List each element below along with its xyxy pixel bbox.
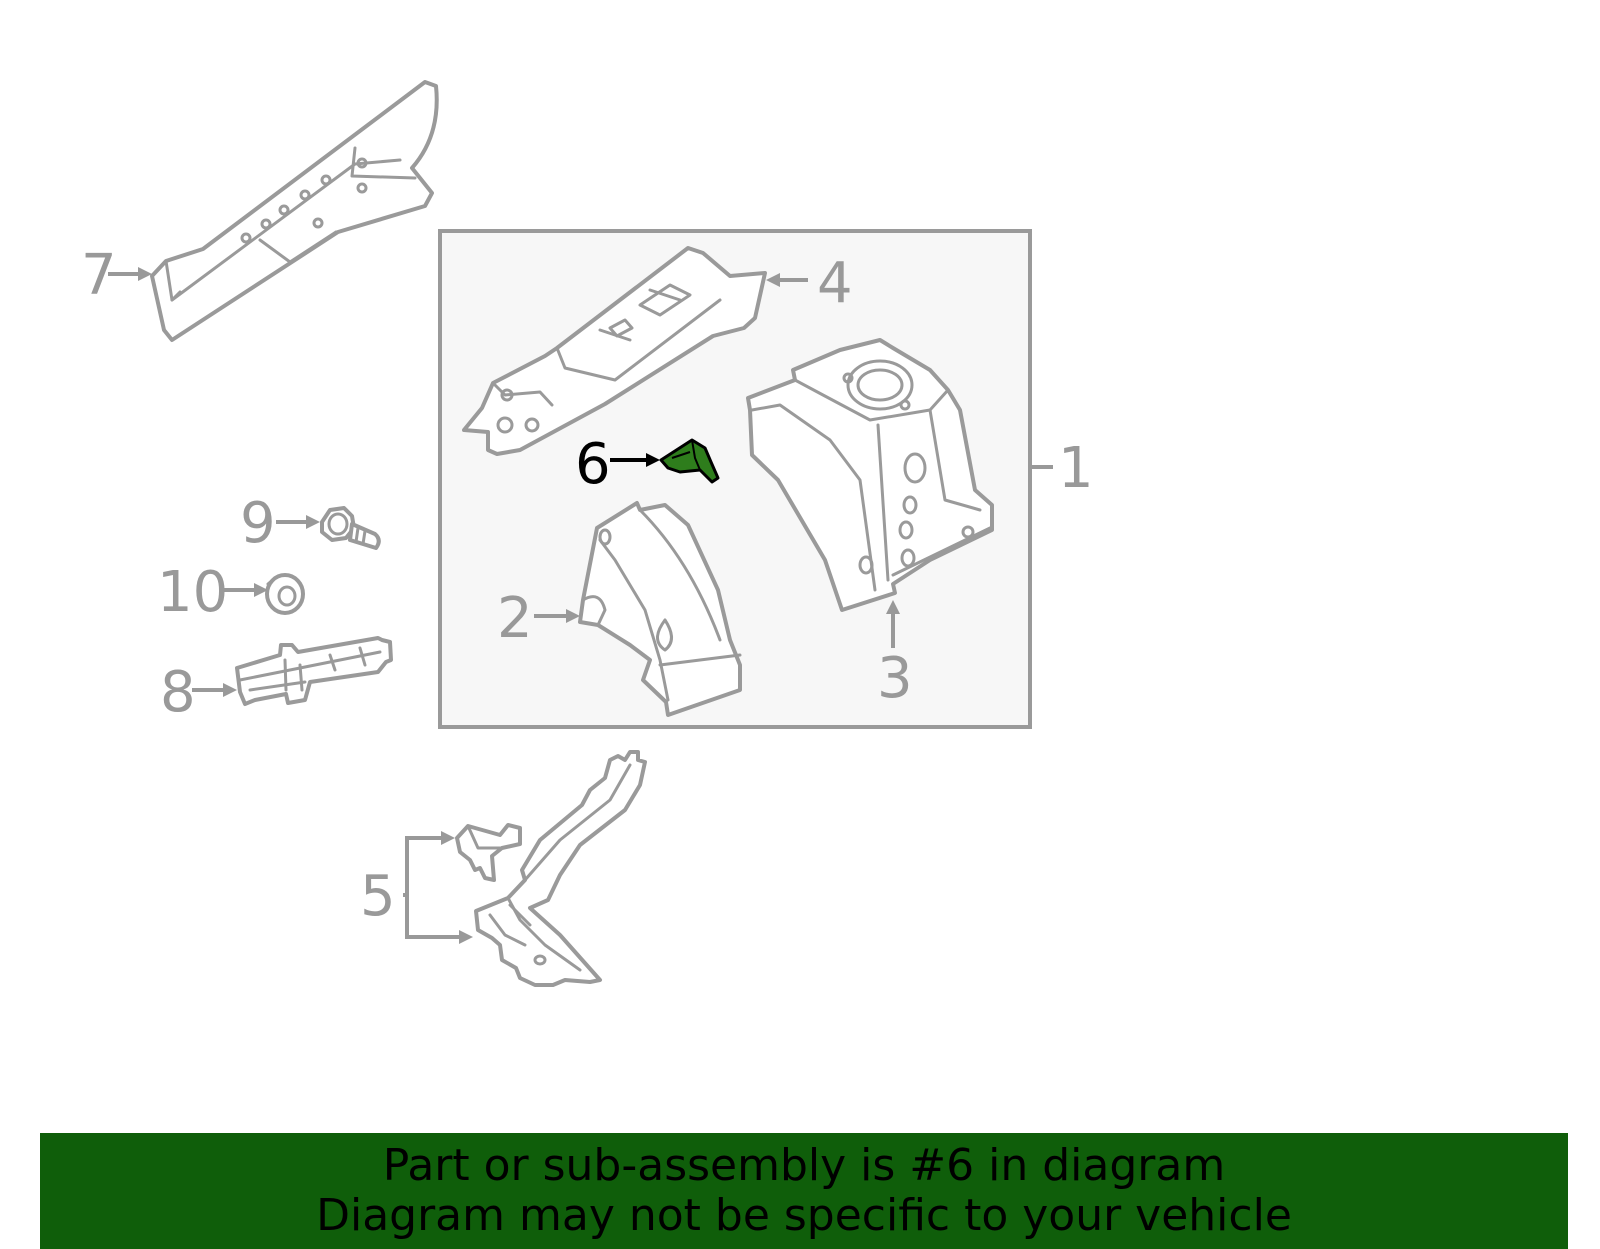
callout-7: 7	[81, 243, 117, 308]
callout-2: 2	[497, 586, 533, 651]
info-banner: Part or sub-assembly is #6 in diagram Di…	[40, 1133, 1568, 1249]
callout-1: 1	[1058, 436, 1094, 501]
part-7-upper-rail[interactable]	[150, 80, 439, 342]
leader-8	[192, 683, 237, 697]
part-3-strut-tower[interactable]	[746, 338, 994, 612]
banner-line-2: Diagram may not be specific to your vehi…	[316, 1190, 1292, 1241]
leader-10	[224, 583, 268, 597]
part-10-nut[interactable]	[265, 573, 305, 615]
part-2-wheelhouse-panel[interactable]	[578, 501, 742, 717]
callout-9: 9	[240, 491, 276, 556]
part-8-reinforcement[interactable]	[235, 636, 393, 706]
part-6-bracket-highlighted[interactable]	[659, 438, 720, 484]
leader-9	[276, 515, 320, 529]
leader-7	[108, 267, 152, 281]
part-5-lower-brackets[interactable]	[455, 750, 647, 987]
leader-5	[403, 831, 473, 944]
callout-8: 8	[160, 660, 196, 725]
leader-2	[534, 609, 580, 623]
banner-line-1: Part or sub-assembly is #6 in diagram	[382, 1140, 1226, 1191]
leader-6	[610, 453, 660, 467]
leader-3	[886, 600, 900, 648]
part-4-apron-rail[interactable]	[462, 246, 767, 456]
callout-4: 4	[817, 251, 853, 316]
callout-6: 6	[575, 432, 611, 497]
callout-5: 5	[360, 864, 396, 929]
part-9-bolt[interactable]	[320, 506, 381, 550]
callout-3: 3	[877, 646, 913, 711]
callout-10: 10	[157, 560, 228, 625]
leader-4	[766, 273, 808, 287]
